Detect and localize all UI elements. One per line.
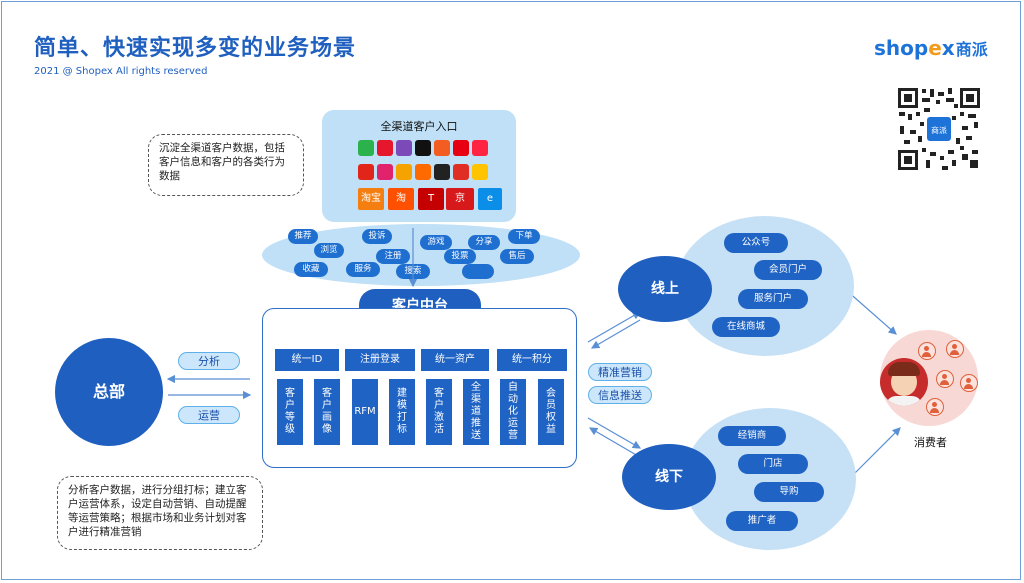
consumer-label: 消费者 [914, 436, 947, 449]
customer-platform-box: 统一ID 注册登录 统一资产 统一积分 客户等级 客户画像 RFM 建模打标 客… [262, 308, 577, 468]
module-rfm: RFM [352, 379, 378, 445]
module-customer-level: 客户等级 [277, 379, 303, 445]
person-icon [918, 342, 936, 360]
taobao-huodong-icon: 淘宝 [358, 188, 384, 210]
tag-precision-marketing: 精准营销 [588, 363, 652, 381]
person-head [952, 344, 957, 349]
offline-item-promoter: 推广者 [726, 511, 798, 531]
person-head [932, 402, 937, 407]
bar-unified-points: 统一积分 [497, 349, 567, 371]
shopex-logo: shopex商派 [874, 36, 988, 60]
toutiao-icon [453, 140, 469, 156]
meituan-icon [472, 164, 488, 180]
copyright-text: 2021 @ Shopex All rights reserved [34, 66, 208, 77]
logo-text-x: x [941, 36, 955, 60]
bar-register-login: 注册登录 [345, 349, 415, 371]
alibaba-icon [415, 164, 431, 180]
module-modeling-tagging: 建模打标 [389, 379, 415, 445]
offline-item-distributor: 经销商 [718, 426, 786, 446]
online-item-online-mall: 在线商城 [712, 317, 780, 337]
logo-text-shop: shop [874, 36, 929, 60]
pinduoduo-icon [453, 164, 469, 180]
person-icon [936, 370, 954, 388]
behavior-chip: 服务 [346, 262, 380, 277]
online-item-service-portal: 服务门户 [738, 289, 808, 309]
wechat-icon [358, 140, 374, 156]
behavior-chip: 注册 [376, 249, 410, 264]
xiaohongshu-icon [472, 140, 488, 156]
douyin-icon [415, 140, 431, 156]
person-body [950, 350, 959, 355]
tmall-icon: T [418, 188, 444, 210]
module-customer-activation: 客户激活 [426, 379, 452, 445]
module-member-rights: 会员权益 [538, 379, 564, 445]
person-head [924, 346, 929, 351]
jd-icon [358, 164, 374, 180]
behavior-chip: 投诉 [362, 229, 392, 244]
behavior-chip: 下单 [508, 229, 540, 244]
offline-item-shopping-guide: 导购 [754, 482, 824, 502]
person-body [922, 352, 931, 357]
person-body [964, 384, 973, 389]
person-body [930, 408, 939, 413]
bar-unified-id: 统一ID [275, 349, 339, 371]
qr-center-label: 商派 [931, 125, 947, 135]
tag-analysis: 分析 [178, 352, 240, 370]
offline-item-store: 门店 [738, 454, 808, 474]
online-node: 线上 [618, 256, 712, 322]
behavior-chip: 分享 [468, 235, 500, 250]
jd-store-icon: 京 [446, 188, 474, 210]
bar-unified-assets: 统一资产 [421, 349, 489, 371]
behavior-chip: 售后 [500, 249, 534, 264]
headquarters-node: 总部 [55, 338, 163, 446]
qr-code-icon: 商派 [896, 86, 982, 172]
person-head [966, 378, 971, 383]
weibo-icon [377, 140, 393, 156]
behavior-chip [462, 264, 494, 279]
module-omnichannel-push: 全渠道推送 [463, 379, 489, 445]
suning-icon [396, 164, 412, 180]
miniprogram-icon [396, 140, 412, 156]
tag-operation: 运营 [178, 406, 240, 424]
logo-text-cn: 商派 [955, 40, 988, 59]
taobao-icon: 淘 [388, 188, 414, 210]
page-title: 简单、快速实现多变的业务场景 [34, 36, 357, 61]
amazon-icon [434, 164, 450, 180]
person-body [940, 380, 949, 385]
person-icon [960, 374, 978, 392]
offline-node: 线下 [622, 444, 716, 510]
note-data-collection: 沉淀全渠道客户数据，包括客户信息和客户的各类行为数据 [148, 134, 304, 196]
eleme-icon: e [478, 188, 502, 210]
module-automated-operation: 自动化运营 [500, 379, 526, 445]
module-customer-profile: 客户画像 [314, 379, 340, 445]
logo-text-e: e [928, 36, 942, 60]
person-icon [926, 398, 944, 416]
online-item-official-account: 公众号 [724, 233, 788, 253]
person-head [942, 374, 947, 379]
behavior-chip: 浏览 [314, 243, 344, 258]
behavior-chip: 推荐 [288, 229, 318, 244]
online-item-member-portal: 会员门户 [754, 260, 822, 280]
woman-avatar-icon [880, 358, 928, 406]
behavior-chip: 投票 [444, 249, 476, 264]
behavior-chip: 收藏 [294, 262, 328, 277]
kuaishou-icon [434, 140, 450, 156]
person-icon [946, 340, 964, 358]
omnichannel-entry-title: 全渠道客户入口 [380, 120, 458, 133]
tag-info-push: 信息推送 [588, 386, 652, 404]
vip-icon [377, 164, 393, 180]
behavior-chip: 游戏 [420, 235, 452, 250]
note-data-analysis: 分析客户数据，进行分组打标；建立客户运营体系，设定自动营销、自动提醒等运营策略；… [57, 476, 263, 550]
